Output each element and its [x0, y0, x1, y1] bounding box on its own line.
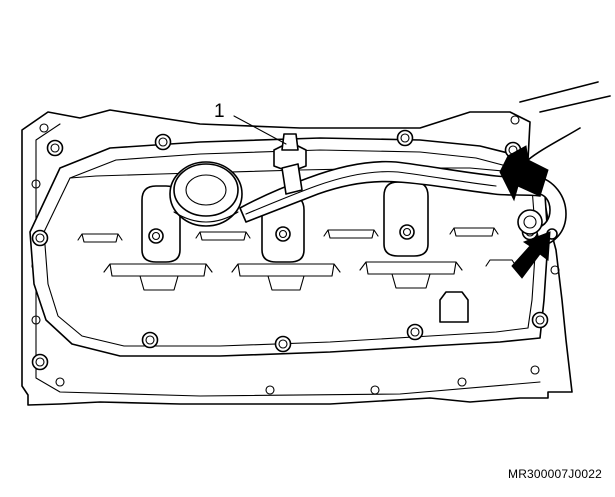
- lower-brackets: [103, 261, 463, 291]
- hose-clamp-1: [273, 133, 307, 195]
- figure-code: MR300007J0022: [508, 467, 603, 481]
- rear-pipe: [519, 81, 611, 161]
- pointer-arrow-lower: [511, 231, 551, 279]
- head-bolt-holes: [31, 115, 560, 395]
- bolt: [141, 331, 159, 349]
- cover-raised-edge: [69, 167, 515, 179]
- right-hose-clamp: [517, 209, 558, 240]
- bolt: [31, 353, 49, 371]
- oil-filler-cap: [169, 161, 243, 227]
- callout-leader-line: [233, 115, 287, 145]
- head-inner-edge: [35, 123, 541, 397]
- bolt: [31, 229, 49, 247]
- spark-plug-wells: [141, 181, 429, 263]
- bolt: [531, 311, 549, 329]
- upper-ribs: [77, 227, 517, 267]
- hose-seam: [245, 171, 497, 215]
- bolt: [406, 323, 424, 341]
- pointer-arrow-upper: [499, 145, 549, 202]
- bolt: [274, 335, 292, 353]
- valve-cover-flange: [43, 149, 537, 347]
- callout-number: 1: [214, 101, 225, 122]
- bolt: [154, 133, 172, 151]
- cover-boss: [439, 291, 469, 323]
- bolt: [396, 129, 414, 147]
- bolt: [46, 139, 64, 157]
